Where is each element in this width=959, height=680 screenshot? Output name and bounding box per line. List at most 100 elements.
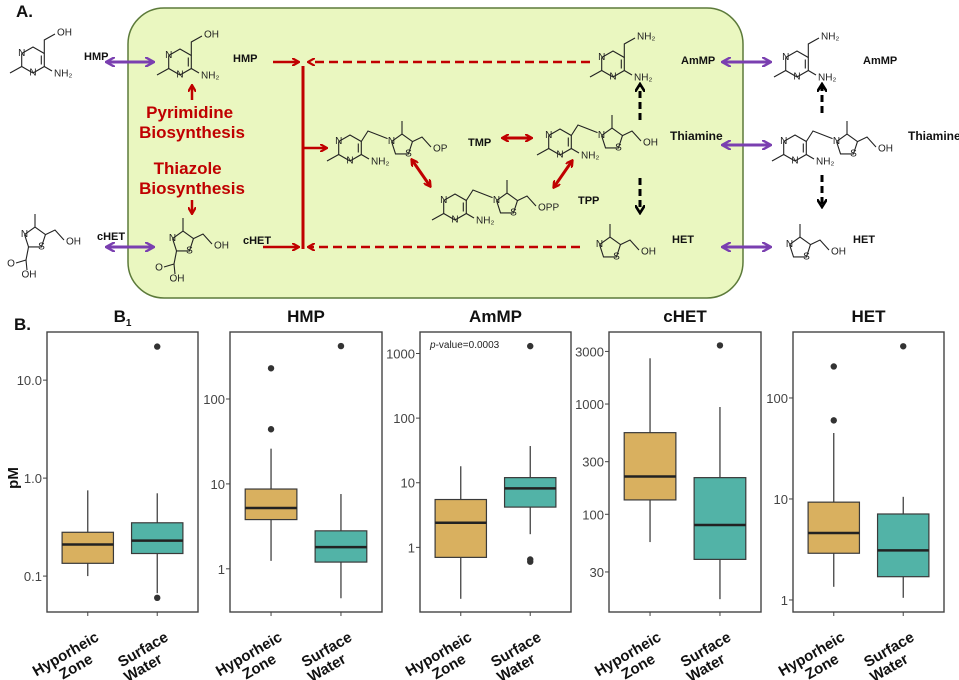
thiazole-label-line2: Biosynthesis [139,179,245,198]
plot-title: cHET [663,307,707,326]
x-tick-label: HyporheicZone [592,629,672,680]
atom-label: NH₂ [581,151,599,162]
y-tick-label: 100 [203,392,225,407]
atom-label: N [833,136,840,147]
atom-label: N [493,195,500,206]
hmp-intracellular-label: HMP [233,53,257,65]
atom-label: N [545,130,552,141]
outlier-point [527,558,534,565]
atom-label: OH [66,237,81,248]
y-tick-label: 100 [766,391,788,406]
atom-label: N [791,156,798,167]
atom-label: S [186,246,193,257]
x-tick-label: HyporheicZone [403,629,483,680]
atom-label: OH [57,28,72,39]
atom-label: N [176,70,183,81]
x-tick-label: SurfaceWater [859,629,925,680]
x-tick-label: SurfaceWater [297,629,363,680]
atom-label: OH [641,247,656,258]
y-tick-label: 1 [408,540,415,555]
y-tick-label: 10.0 [17,373,42,388]
box-surface-water [314,530,368,563]
tmp-tpp-arrow [412,160,430,186]
plot-title: HET [852,307,887,326]
het-extracellular-label: HET [853,234,875,246]
outlier-point [830,417,837,424]
atom-label: S [613,252,620,263]
atom-label: O [7,259,15,270]
thiamine-intracellular-label: Thiamine [670,129,723,143]
hmp-extracellular-label: HMP [84,51,108,63]
panel-a-label: A. [16,2,33,21]
y-tick-label: 10 [774,492,788,507]
atom-label: NH₂ [476,216,494,227]
y-tick-label: 30 [590,565,604,580]
plot-title: AmMP [469,307,522,326]
y-tick-label: 10 [401,476,415,491]
atom-label: OH [878,144,893,155]
atom-label: O [155,263,163,274]
thiazole-biosynthesis-label: Thiazole Biosynthesis [139,159,245,198]
atom-label: N [29,68,36,79]
atom-label: OPP [538,203,559,214]
atom-label: N [596,239,603,250]
atom-label: N [780,136,787,147]
y-tick-label: 1 [781,593,788,608]
x-tick-label: HyporheicZone [30,629,110,680]
box-surface-water [693,477,747,560]
x-tick-label: SurfaceWater [113,629,179,680]
thiazole-label-line1: Thiazole [154,159,222,178]
atom-label: N [21,229,28,240]
tpp-label: TPP [578,195,599,207]
outlier-point [830,363,837,370]
atom-label: NH₂ [637,32,655,43]
box-hyporheic-zone [244,488,298,521]
pyrimidine-label-line1: Pyrimidine [146,103,233,122]
atom-label: OH [22,270,37,281]
plot-frame [419,331,572,613]
atom-label: N [556,150,563,161]
x-tick-label: SurfaceWater [486,629,552,680]
atom-label: NH₂ [201,71,219,82]
atom-label: NH₂ [816,157,834,168]
box-hyporheic-zone [434,498,488,558]
p-value-annotation: p-value=0.0003 [429,340,500,351]
atom-label: NH₂ [634,73,652,84]
x-tick-label: HyporheicZone [213,629,293,680]
atom-label: N [165,50,172,61]
outlier-point [337,342,345,350]
plot-title: B1 [114,307,132,329]
thiamine-extracellular-label: Thiamine [908,129,959,143]
box-surface-water [130,522,184,555]
atom-label: N [793,72,800,83]
atom-label: N [609,72,616,83]
thiamine-tpp-arrow [554,161,572,187]
p-value-italic-p: p [429,340,436,351]
box-surface-water [503,477,557,508]
y-tick-label: 100 [582,507,604,522]
atom-label: OH [214,241,229,252]
plot-frame [608,331,762,613]
outlier-point [154,343,161,350]
ammp-extracellular-label: AmMP [863,55,897,67]
atom-label: OH [831,247,846,258]
x-tick-label: HyporheicZone [776,629,856,680]
outlier-point [527,342,534,350]
atom-label: S [615,143,622,154]
y-tick-label: 3000 [575,344,604,359]
atom-label: N [782,52,789,63]
outlier-point [900,343,907,350]
atom-label: N [786,239,793,250]
plot-title: HMP [287,307,325,326]
atom-label: N [388,136,395,147]
pyrimidine-label-line2: Biosynthesis [139,123,245,142]
y-tick-label: 1.0 [24,471,42,486]
outlier-point [267,426,275,433]
atom-label: S [405,149,412,160]
outlier-point [527,556,534,563]
